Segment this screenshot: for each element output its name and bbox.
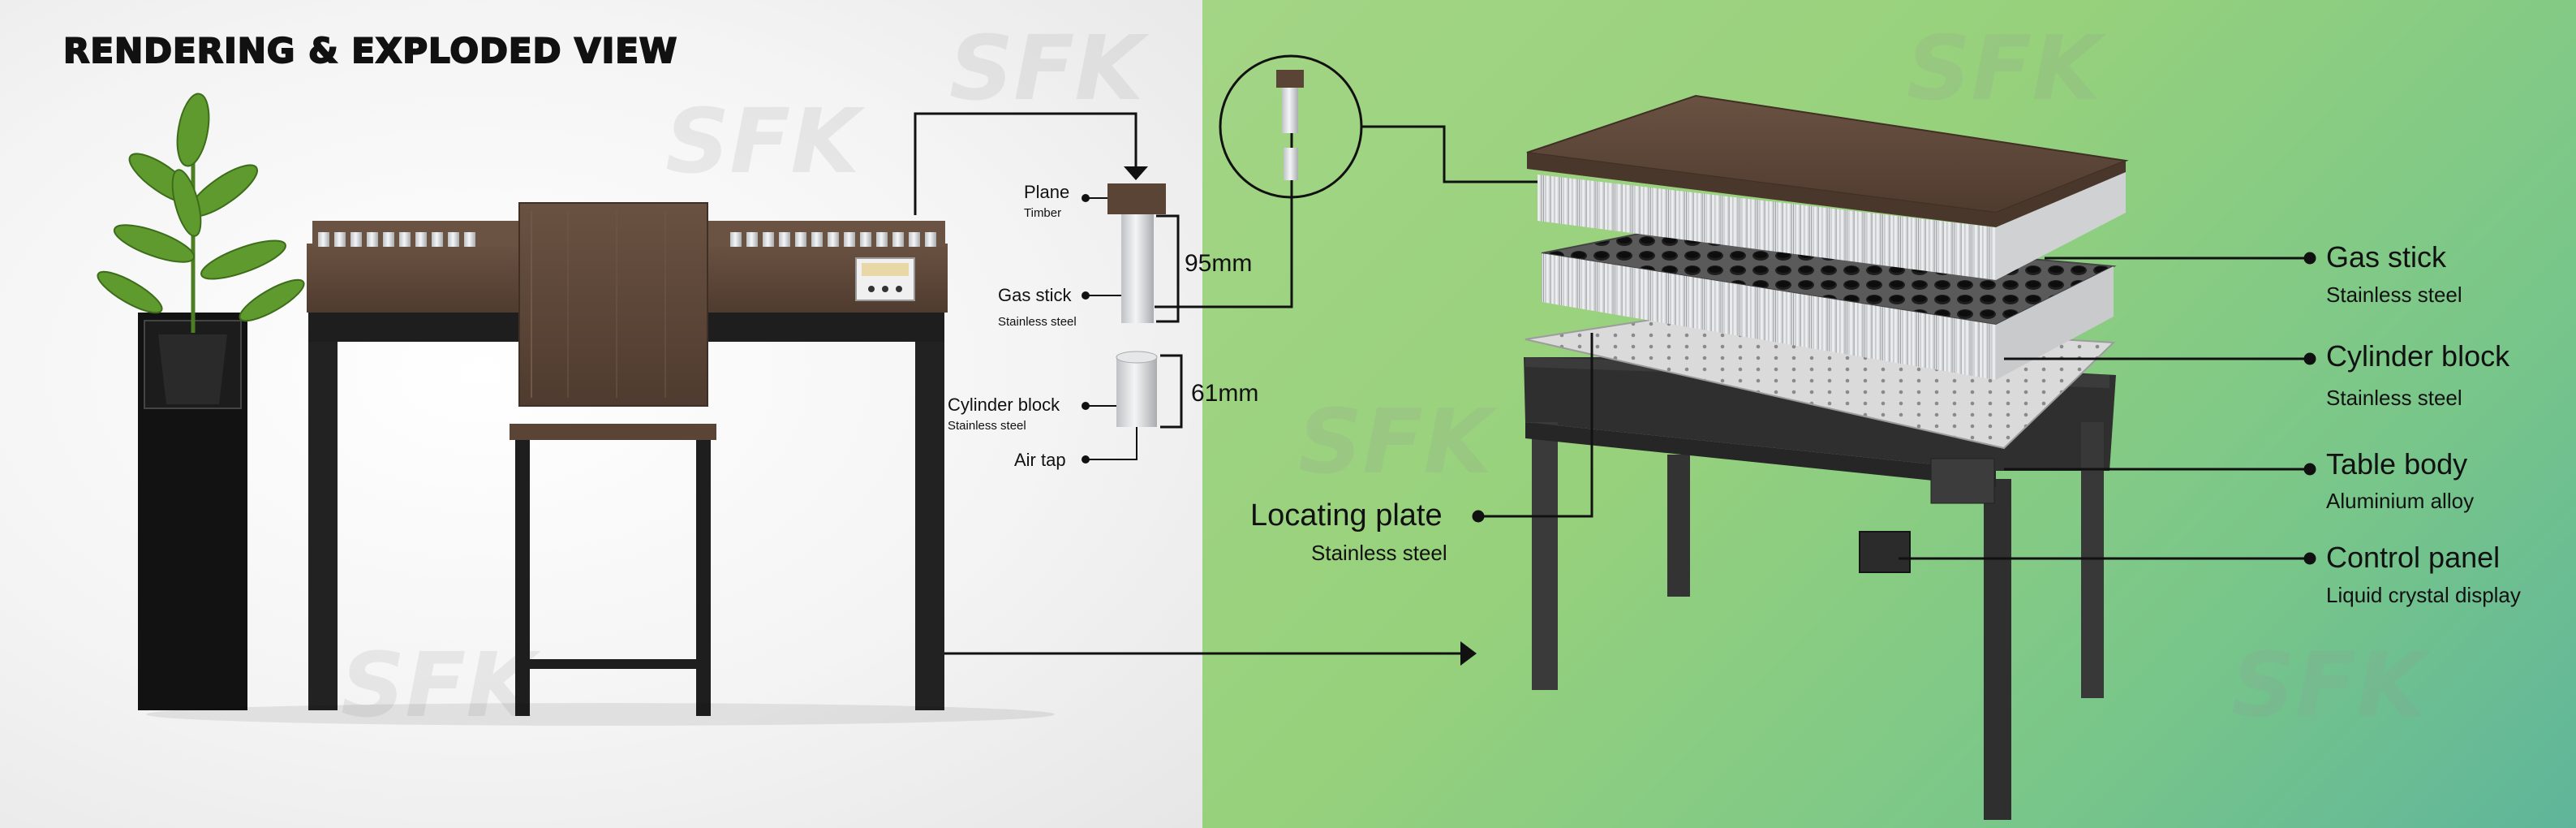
page-title: RENDERING & EXPLODED VIEW	[62, 30, 678, 71]
label-cylinder-block: Cylinder block	[948, 395, 1060, 415]
label-r-control-panel: Control panel	[2326, 541, 2501, 574]
label-r-cylinder-block: Cylinder block	[2326, 339, 2510, 373]
watermark-logo: SFK	[665, 89, 860, 193]
plant-stand	[97, 93, 305, 710]
label-gas-stick-material: Stainless steel	[998, 315, 1077, 329]
label-air-tap: Air tap	[1014, 450, 1066, 470]
watermark-logo: SFK	[949, 16, 1144, 120]
label-r-control-panel-material: Liquid crystal display	[2326, 583, 2521, 607]
label-r-cylinder-block-material: Stainless steel	[2326, 386, 2462, 410]
label-r-table-body: Table body	[2326, 447, 2468, 481]
watermark-logo: SFK	[2231, 633, 2426, 737]
label-r-gas-stick: Gas stick	[2326, 240, 2447, 274]
plant-icon	[97, 93, 305, 333]
dimension-stick-height: 95mm	[1185, 250, 1253, 277]
arrow-head-icon	[1460, 641, 1477, 666]
exploded-table	[1524, 94, 2129, 820]
watermark-logo: SFK	[341, 633, 535, 737]
callout-lines	[1472, 252, 2316, 565]
label-r-gas-stick-material: Stainless steel	[2326, 282, 2462, 307]
zoom-circle	[1219, 54, 1537, 199]
watermark-logo: SFK	[1907, 16, 2101, 120]
table-rendering	[146, 202, 1055, 726]
label-cylinder-block-material: Stainless steel	[948, 419, 1026, 433]
label-r-locating-plate: Locating plate	[1250, 498, 1443, 533]
detail-callout	[914, 112, 1293, 464]
label-gas-stick: Gas stick	[998, 285, 1072, 305]
label-plane-material: Timber	[1024, 206, 1062, 220]
label-plane: Plane	[1024, 182, 1070, 202]
watermark-logo: SFK	[1298, 390, 1493, 494]
dimension-cylinder-height: 61mm	[1191, 380, 1259, 407]
label-r-locating-plate-material: Stainless steel	[1311, 541, 1447, 565]
label-r-table-body-material: Aluminium alloy	[2326, 489, 2475, 513]
